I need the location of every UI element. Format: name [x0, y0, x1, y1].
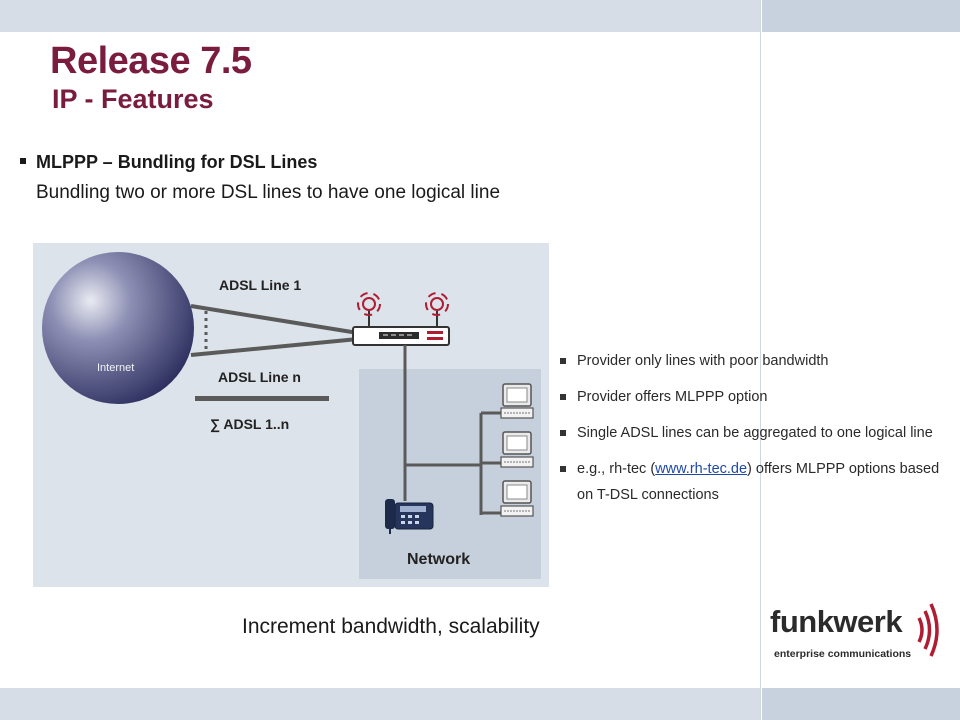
- main-bullet-heading: MLPPP – Bundling for DSL Lines: [36, 152, 318, 172]
- logo-tagline: enterprise communications: [774, 648, 912, 660]
- computer-icon: [500, 431, 534, 468]
- bottom-band-right: [762, 688, 960, 720]
- router-icon: [352, 292, 450, 346]
- side-bullet-list: Provider only lines with poor bandwidth …: [560, 348, 940, 518]
- list-item-text: Provider only lines with poor bandwidth: [577, 353, 829, 369]
- list-item-text: Provider offers MLPPP option: [577, 389, 768, 405]
- adsl-line-n: [190, 337, 359, 357]
- bottom-band: [0, 688, 760, 720]
- slide-subtitle: IP - Features: [52, 84, 214, 114]
- top-band: [0, 0, 760, 32]
- logo-wordmark: funkwerk: [770, 604, 903, 639]
- funkwerk-logo: funkwerk enterprise communications: [770, 600, 950, 670]
- slide-title: Release 7.5: [50, 40, 252, 82]
- bullet-square-icon: [560, 358, 566, 364]
- list-item-text: Single ADSL lines can be aggregated to o…: [577, 425, 933, 441]
- list-item: e.g., rh-tec (www.rh-tec.de) offers MLPP…: [560, 456, 940, 508]
- signal-waves-icon: [917, 603, 939, 657]
- internet-globe-icon: [42, 252, 194, 404]
- bullet-square-icon: [560, 394, 566, 400]
- computer-icon: [500, 383, 534, 419]
- list-item-suffix: ) offers MLPPP options based on T-DSL co…: [577, 461, 940, 503]
- adsl-line-n-label: ADSL Line n: [218, 369, 301, 385]
- adsl-line-1: [190, 304, 359, 335]
- list-item: Single ADSL lines can be aggregated to o…: [560, 420, 940, 446]
- network-label: Network: [407, 551, 471, 568]
- computer-icon: [500, 480, 534, 517]
- list-item: Provider only lines with poor bandwidth: [560, 348, 940, 374]
- footer-tagline: Increment bandwidth, scalability: [242, 615, 540, 638]
- bullet-square-icon: [560, 430, 566, 436]
- internet-label: Internet: [97, 362, 135, 374]
- main-bullet-description: Bundling two or more DSL lines to have o…: [36, 182, 501, 203]
- main-bullet: MLPPP – Bundling for DSL Lines: [20, 152, 317, 173]
- rh-tec-link[interactable]: www.rh-tec.de: [655, 461, 748, 477]
- vertical-divider: [760, 0, 761, 720]
- adsl-sum-label: ∑ ADSL 1..n: [210, 416, 290, 432]
- list-item: Provider offers MLPPP option: [560, 384, 940, 410]
- top-band-right: [762, 0, 960, 32]
- list-item-prefix: e.g., rh-tec (: [577, 461, 656, 477]
- sum-bar: [195, 396, 329, 401]
- mlppp-diagram: [33, 243, 549, 587]
- telephone-icon: [385, 499, 434, 534]
- bullet-square-icon: [560, 466, 566, 472]
- adsl-line-1-label: ADSL Line 1: [219, 277, 302, 293]
- bullet-square-icon: [20, 158, 26, 165]
